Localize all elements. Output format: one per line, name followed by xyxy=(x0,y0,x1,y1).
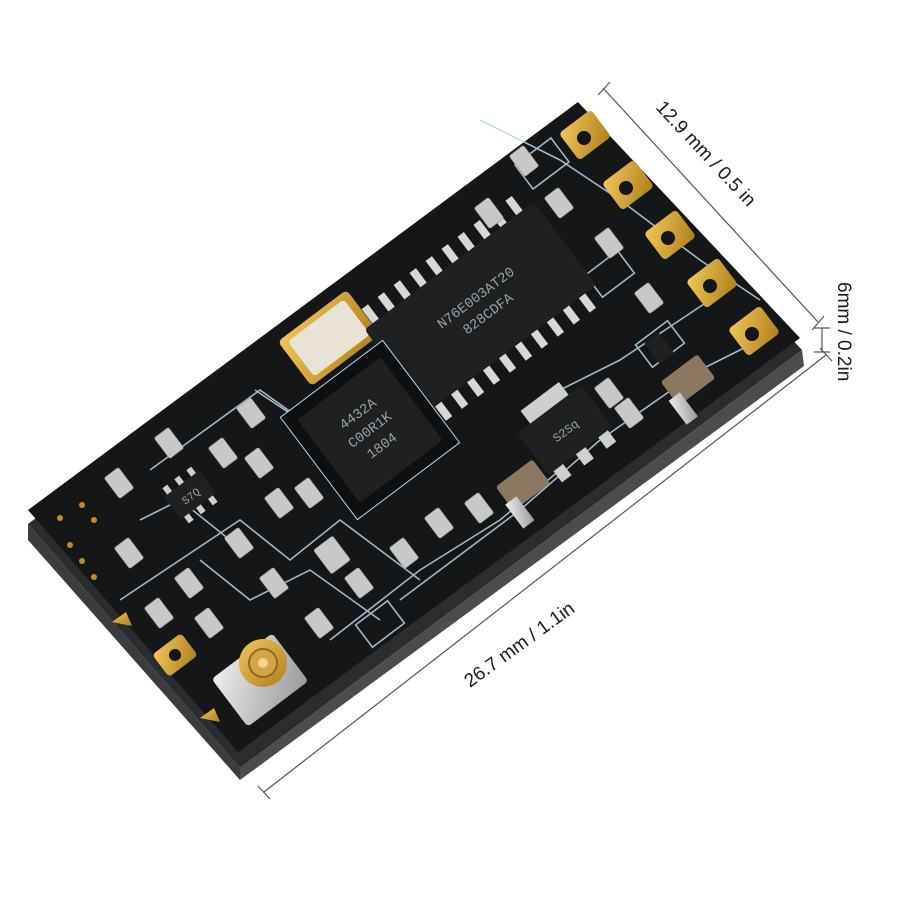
crystal-oscillator xyxy=(279,291,379,385)
pcb-board: N76E003AT20 828CDFA 4432A C00R1K 1804 xyxy=(28,102,804,780)
pin-1 xyxy=(560,110,610,160)
dimension-line-length xyxy=(257,347,833,800)
mcu-chip: N76E003AT20 828CDFA xyxy=(361,195,597,421)
small-ic: S7Q xyxy=(162,466,218,524)
castellated-pins xyxy=(560,110,779,356)
smd-passives xyxy=(104,145,674,639)
pin-5 xyxy=(729,306,779,356)
rf-chip: 4432A C00R1K 1804 xyxy=(279,339,461,521)
dimension-line-thickness xyxy=(814,327,830,353)
pin-4 xyxy=(687,258,737,308)
length-dimension-label: 26.7 mm / 1.1in xyxy=(461,598,579,692)
pin-3 xyxy=(645,210,695,260)
width-dimension-label: 12.9 mm / 0.5 in xyxy=(651,97,759,211)
thickness-dimension-label: 6mm / 0.2in xyxy=(833,282,854,381)
edge-pads-left xyxy=(57,502,97,580)
capacitors xyxy=(496,355,715,529)
pin-2 xyxy=(603,160,653,210)
voltage-regulator: S2Sq xyxy=(518,382,617,483)
antenna-connector xyxy=(213,634,307,726)
mounting-pads xyxy=(112,612,220,722)
